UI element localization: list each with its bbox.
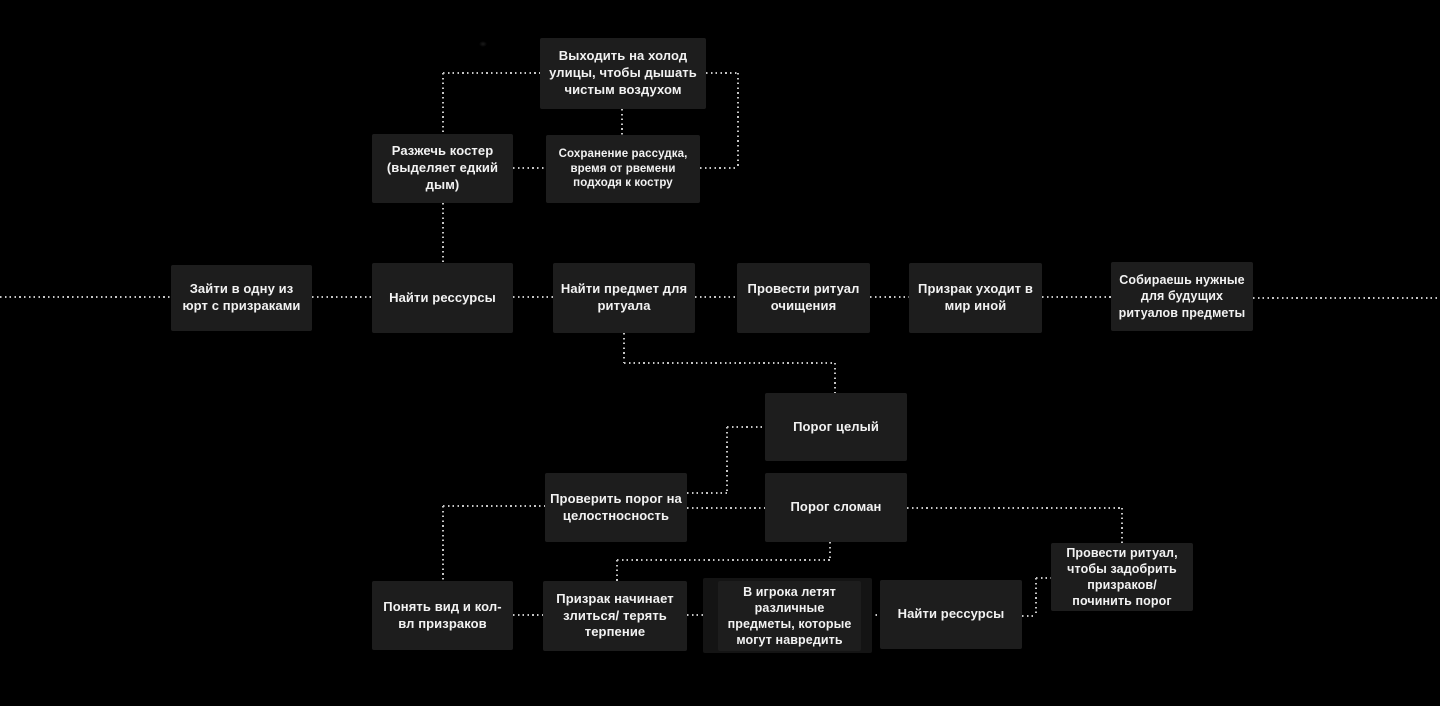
connector-segment <box>727 426 765 428</box>
flow-node-zayti-v-yurtu[interactable]: Зайти в одну из юрт с призраками <box>171 265 312 331</box>
flow-node-sohranenie-rassudka[interactable]: Сохранение рассудка, время от рвемени по… <box>546 135 700 203</box>
connector-segment <box>443 72 540 74</box>
flow-node-label: Порог целый <box>793 418 879 434</box>
connector-segment <box>312 296 372 298</box>
connector-segment <box>513 167 546 169</box>
connector-segment <box>1121 508 1123 543</box>
connector-segment <box>617 559 830 561</box>
connector-segment <box>687 614 705 616</box>
flow-node-label: В игрока летят различные предметы, котор… <box>727 584 852 648</box>
connector-segment <box>442 73 444 134</box>
flow-node-label: Выходить на холод улицы, чтобы дышать чи… <box>549 48 697 97</box>
connector-segment <box>443 505 545 507</box>
flow-node-v-igroka-letyat[interactable]: В игрока летят различные предметы, котор… <box>718 581 861 651</box>
flow-node-porog-sloman[interactable]: Порог сломан <box>765 473 907 542</box>
connector-segment <box>726 427 728 493</box>
connector-segment <box>0 296 171 298</box>
flow-node-label: Призрак начинает злиться/ терять терпени… <box>556 590 674 640</box>
connector-segment <box>442 506 444 581</box>
canvas-smudge-artifact <box>479 41 487 47</box>
connector-segment <box>621 109 623 135</box>
connector-segment <box>870 296 909 298</box>
connector-segment <box>1035 578 1037 616</box>
flow-node-provesti-ritual-ochishcheniya[interactable]: Провести ритуал очищения <box>737 263 870 333</box>
flow-node-label: Разжечь костер (выделяет едкий дым) <box>386 143 499 192</box>
flow-node-label: Понять вид и кол-вл призраков <box>383 598 502 631</box>
flow-node-label: Призрак уходит в мир иной <box>918 281 1033 313</box>
flow-node-sobiraesh-predmety[interactable]: Собираешь нужные для будущих ритуалов пр… <box>1111 262 1253 331</box>
flow-node-label: Сохранение рассудка, время от рвемени по… <box>558 147 688 190</box>
flow-node-prizrak-uhodit[interactable]: Призрак уходит в мир иной <box>909 263 1042 333</box>
flow-node-label: Найти рессурсы <box>389 289 496 305</box>
flow-node-label: Провести ритуал очищения <box>747 281 860 313</box>
flow-node-prizrak-zlitsya[interactable]: Призрак начинает злиться/ терять терпени… <box>543 581 687 651</box>
flow-node-label: Зайти в одну из юрт с призраками <box>182 281 301 313</box>
flow-node-nayti-ressursy-1[interactable]: Найти рессурсы <box>372 263 513 333</box>
connector-segment <box>513 296 553 298</box>
connector-segment <box>907 507 1122 509</box>
connector-segment <box>700 167 738 169</box>
connector-segment <box>834 363 836 393</box>
flow-node-label: Собираешь нужные для будущих ритуалов пр… <box>1118 273 1246 320</box>
connector-segment <box>624 362 835 364</box>
flow-node-porog-tselyy[interactable]: Порог целый <box>765 393 907 461</box>
flow-node-label: Порог сломан <box>790 499 882 515</box>
connector-segment <box>1022 615 1036 617</box>
connector-segment <box>695 296 737 298</box>
connector-segment <box>687 492 727 494</box>
flow-node-vyhodit-na-holod[interactable]: Выходить на холод улицы, чтобы дышать чи… <box>540 38 706 109</box>
connector-segment <box>1042 296 1111 298</box>
connector-segment <box>513 614 543 616</box>
flow-node-label: Проверить порог на целостносность <box>550 490 682 523</box>
flow-node-ponyat-vid-prizrakov[interactable]: Понять вид и кол-вл призраков <box>372 581 513 650</box>
flow-node-razzhech-koster[interactable]: Разжечь костер (выделяет едкий дым) <box>372 134 513 203</box>
connector-segment <box>616 560 618 581</box>
connector-segment <box>1036 577 1051 579</box>
connector-segment <box>687 507 765 509</box>
flow-node-proverit-porog[interactable]: Проверить порог на целостносность <box>545 473 687 542</box>
flow-node-label: Провести ритуал, чтобы задобрить призрак… <box>1066 545 1178 609</box>
connector-segment <box>737 73 739 168</box>
connector-segment <box>706 72 738 74</box>
flow-node-provesti-ritual-zadobrit[interactable]: Провести ритуал, чтобы задобрить призрак… <box>1051 543 1193 611</box>
connector-segment <box>623 333 625 363</box>
flow-node-label: Найти предмет для ритуала <box>560 281 688 313</box>
flow-node-nayti-predmet-dlya-rituala[interactable]: Найти предмет для ритуала <box>553 263 695 333</box>
connector-segment <box>829 542 831 560</box>
connector-segment <box>1253 297 1440 299</box>
flow-node-label: Найти рессурсы <box>897 606 1005 622</box>
connector-segment <box>442 203 444 263</box>
flow-node-nayti-ressursy-2[interactable]: Найти рессурсы <box>880 580 1022 649</box>
